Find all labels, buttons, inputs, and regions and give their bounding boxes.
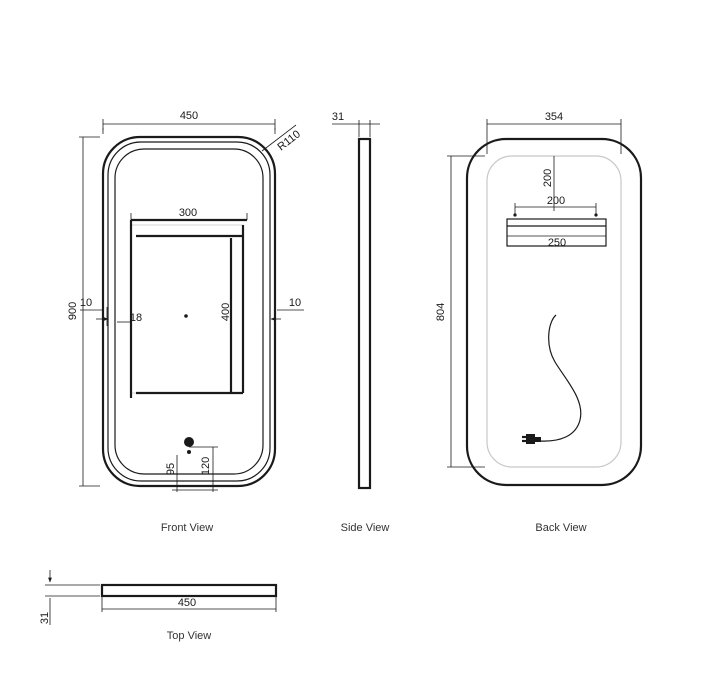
front-inner-width-label: 300 — [179, 207, 197, 219]
front-view: 450 R110 900 300 400 10 18 10 — [67, 110, 304, 534]
side-view: 31 Side View — [332, 111, 390, 534]
side-depth-label: 31 — [332, 111, 344, 123]
touch-sensor-icon — [184, 437, 194, 454]
back-hole-spacing-label: 200 — [547, 195, 565, 207]
top-profile — [100, 583, 278, 598]
wall-bracket — [506, 213, 607, 247]
top-depth-label: 31 — [39, 612, 51, 624]
front-right-margin-label: 10 — [289, 297, 301, 309]
front-center-mark — [184, 314, 188, 318]
front-width-label: 450 — [180, 110, 198, 122]
front-radius-label: R110 — [275, 128, 302, 153]
side-view-caption: Side View — [341, 522, 390, 534]
back-outer-frame — [465, 137, 643, 487]
back-bracket-length-label: 250 — [548, 237, 566, 249]
top-view-caption: Top View — [167, 630, 211, 642]
front-left-margin-label: 10 — [80, 297, 92, 309]
power-plug-icon — [522, 434, 541, 444]
back-view-caption: Back View — [535, 522, 586, 534]
top-view: 450 31 Top View — [39, 570, 278, 642]
top-width-label: 450 — [178, 597, 196, 609]
front-inner-offset-label: 18 — [130, 312, 142, 324]
back-bracket-top-label: 200 — [542, 169, 554, 187]
back-view: 354 804 200 200 250 Ba — [435, 111, 643, 534]
front-height-label: 900 — [67, 302, 79, 320]
front-inner-height-label: 400 — [220, 303, 232, 321]
back-width-label: 354 — [545, 111, 563, 123]
front-outer-frame — [101, 135, 277, 488]
front-view-caption: Front View — [161, 522, 213, 534]
back-height-label: 804 — [435, 303, 447, 321]
front-button-height-label: 120 — [200, 457, 212, 475]
power-cord — [539, 314, 582, 442]
front-button-offset-label: 95 — [165, 463, 177, 475]
side-profile — [357, 137, 372, 490]
